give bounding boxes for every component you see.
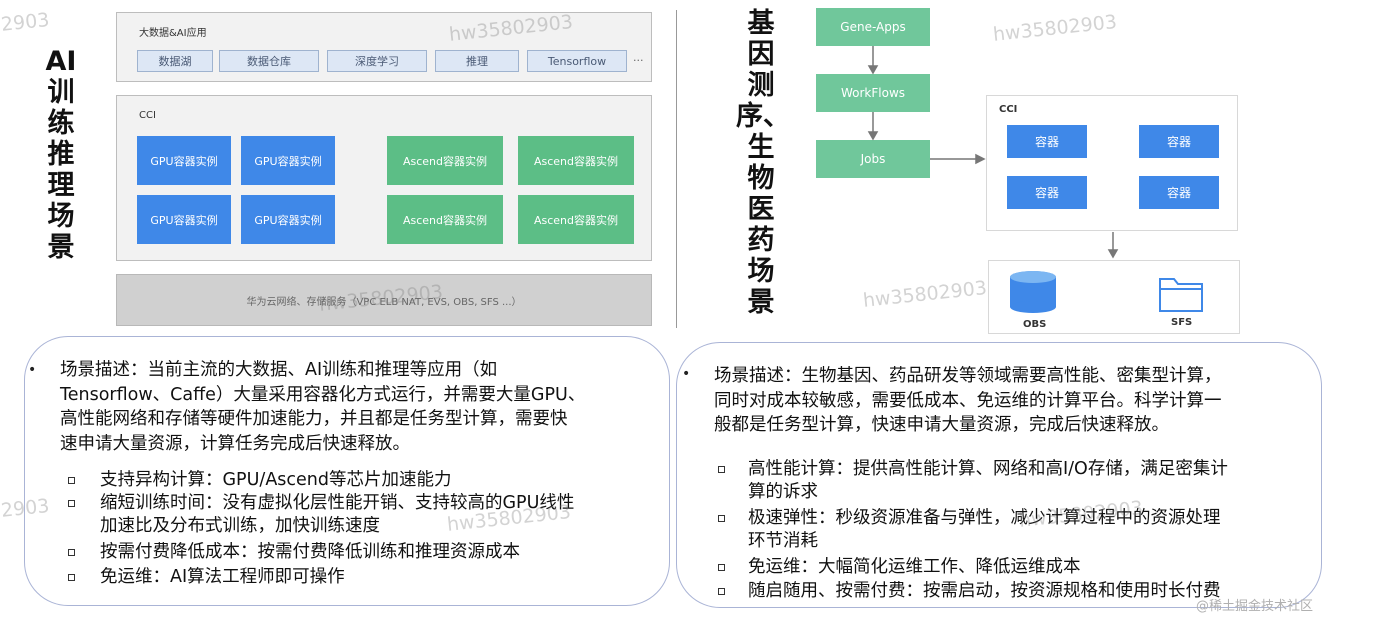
right-item-line: 极速弹性：秒级资源准备与弹性，减少计算过程中的资源处理 <box>748 508 1221 528</box>
left-title-char: 场 <box>47 201 75 232</box>
square-bullet-icon <box>68 549 75 556</box>
ascend-instance: Ascend容器实例 <box>387 195 503 244</box>
sfs-label: SFS <box>1171 317 1193 328</box>
left-item: 缩短训练时间：没有虚拟化层性能开销、支持较高的GPU线性 加速比及分布式训练，加… <box>100 492 660 538</box>
gpu-instance: GPU容器实例 <box>137 136 231 185</box>
cci-panel-left: CCI GPU容器实例 GPU容器实例 GPU容器实例 GPU容器实例 Asce… <box>116 95 652 261</box>
right-item: 免运维：大幅简化运维工作、降低运维成本 <box>748 556 1318 579</box>
left-title-char: 理 <box>47 170 75 201</box>
right-title-char: 药 <box>747 225 775 256</box>
right-title-char: 物 <box>747 163 775 194</box>
square-bullet-icon <box>68 477 75 484</box>
right-title-char: 测 <box>747 70 775 101</box>
square-bullet-icon <box>718 588 725 595</box>
right-item: 随启随用、按需付费：按需启动，按资源规格和使用时长付费 <box>748 580 1318 603</box>
bullet-dot: • <box>682 366 691 382</box>
chip-deep-learning: 深度学习 <box>327 50 427 72</box>
left-item-line: 按需付费降低成本：按需付费降低训练和推理资源成本 <box>100 542 520 562</box>
chip-more: ... <box>633 51 644 64</box>
right-description: 场景描述：生物基因、药品研发等领域需要高性能、密集型计算， 同时对成本较敏感，需… <box>714 364 1314 438</box>
flow-gene-apps: Gene-Apps <box>816 8 930 46</box>
right-title-char: 因 <box>747 39 775 70</box>
arrow-head <box>867 131 879 141</box>
chip-tensorflow: Tensorflow <box>527 50 627 72</box>
left-desc-line: 场景描述：当前主流的大数据、AI训练和推理等应用（如 <box>60 360 498 380</box>
right-title-char: 生 <box>747 132 775 163</box>
flow-arrows <box>867 46 1119 259</box>
left-item: 免运维：AI算法工程师即可操作 <box>100 566 660 589</box>
obs-database-icon <box>1010 271 1056 313</box>
obs-label: OBS <box>1023 319 1047 330</box>
right-desc-line: 般都是任务型计算，快速申请大量资源，完成后快速释放。 <box>714 415 1169 435</box>
center-divider <box>676 10 677 328</box>
storage-panel: OBS SFS <box>988 260 1240 334</box>
cci-right-title: CCI <box>999 104 1018 115</box>
right-desc-line: 同时对成本较敏感，需要低成本、免运维的计算平台。科学计算一 <box>714 390 1222 411</box>
right-item-line: 免运维：大幅简化运维工作、降低运维成本 <box>748 557 1081 577</box>
arrow-head <box>867 65 879 75</box>
left-vertical-title: AI 训 练 推 理 场 景 <box>41 46 81 263</box>
cci-panel-title: CCI <box>139 110 156 121</box>
left-item-line: 缩短训练时间：没有虚拟化层性能开销、支持较高的GPU线性 <box>100 493 575 513</box>
footer-tag: @稀土掘金技术社区 <box>1196 599 1314 614</box>
chip-inference: 推理 <box>435 50 519 72</box>
right-title-char: 场 <box>747 256 775 287</box>
right-desc-line: 场景描述：生物基因、药品研发等领域需要高性能、密集型计算， <box>714 366 1222 386</box>
left-description-bubble <box>24 336 670 606</box>
square-bullet-icon <box>68 574 75 581</box>
left-title-char: 训 <box>47 77 75 108</box>
bullet-dot: • <box>28 362 37 378</box>
left-title-char: 练 <box>47 108 75 139</box>
left-description: 场景描述：当前主流的大数据、AI训练和推理等应用（如 Tensorflow、Ca… <box>60 358 665 456</box>
chip-data-warehouse: 数据仓库 <box>219 50 319 72</box>
container-box: 容器 <box>1007 125 1087 158</box>
gpu-instance: GPU容器实例 <box>241 136 335 185</box>
left-item-line: 加速比及分布式训练，加快训练速度 <box>100 516 380 536</box>
ascend-instance: Ascend容器实例 <box>518 136 634 185</box>
flow-workflows: WorkFlows <box>816 74 930 112</box>
arrow-head <box>1107 249 1119 259</box>
right-title-char: 基 <box>747 8 775 39</box>
right-item-line: 高性能计算：提供高性能计算、网络和高I/O存储，满足密集计 <box>748 459 1228 479</box>
cci-panel-right: CCI 容器 容器 容器 容器 <box>986 95 1238 231</box>
square-bullet-icon <box>718 466 725 473</box>
right-item-line: 随启随用、按需付费：按需启动，按资源规格和使用时长付费 <box>748 581 1221 601</box>
right-description-bubble <box>676 342 1322 608</box>
container-box: 容器 <box>1139 176 1219 209</box>
left-desc-line: 高性能网络和存储等硬件加速能力，并且都是任务型计算，需要快 <box>60 409 568 429</box>
left-item: 支持异构计算：GPU/Ascend等芯片加速能力 <box>100 469 660 492</box>
left-item: 按需付费降低成本：按需付费降低训练和推理资源成本 <box>100 541 660 564</box>
chip-data-lake: 数据湖 <box>137 50 213 72</box>
bigdata-ai-panel-title: 大数据&AI应用 <box>139 28 207 39</box>
right-item-line: 环节消耗 <box>748 531 818 551</box>
flow-jobs: Jobs <box>816 140 930 178</box>
right-title-char: 景 <box>747 287 775 318</box>
right-title-char: 医 <box>747 194 775 225</box>
bigdata-ai-panel: 大数据&AI应用 数据湖 数据仓库 深度学习 推理 Tensorflow ... <box>116 12 652 82</box>
left-title-char: 景 <box>47 232 75 263</box>
right-vertical-title: 基 因 测 序、 生 物 医 药 场 景 <box>736 8 790 318</box>
square-bullet-icon <box>718 564 725 571</box>
ascend-instance: Ascend容器实例 <box>387 136 503 185</box>
ascend-instance: Ascend容器实例 <box>518 195 634 244</box>
left-desc-line: 速申请大量资源，计算任务完成后快速释放。 <box>60 433 410 454</box>
left-item-line: 免运维：AI算法工程师即可操作 <box>100 567 345 587</box>
left-title-char: 推 <box>47 139 75 170</box>
container-box: 容器 <box>1007 176 1087 209</box>
container-box: 容器 <box>1139 125 1219 158</box>
left-title-char: AI <box>45 46 77 77</box>
left-desc-line: Tensorflow、Caffe）大量采用容器化方式运行，并需要大量GPU、 <box>60 384 586 405</box>
sfs-folder-icon <box>1159 278 1203 312</box>
right-title-char: 序、 <box>736 101 790 132</box>
left-item-line: 支持异构计算：GPU/Ascend等芯片加速能力 <box>100 470 452 490</box>
square-bullet-icon <box>718 515 725 522</box>
square-bullet-icon <box>68 500 75 507</box>
right-item: 极速弹性：秒级资源准备与弹性，减少计算过程中的资源处理 环节消耗 <box>748 507 1318 553</box>
gpu-instance: GPU容器实例 <box>241 195 335 244</box>
gpu-instance: GPU容器实例 <box>137 195 231 244</box>
arrow-head <box>975 153 986 165</box>
right-item-line: 算的诉求 <box>748 482 818 502</box>
right-item: 高性能计算：提供高性能计算、网络和高I/O存储，满足密集计 算的诉求 <box>748 458 1318 504</box>
network-storage-bar: 华为云网络、存储服务（VPC ELB NAT, EVS, OBS, SFS ..… <box>116 274 652 326</box>
